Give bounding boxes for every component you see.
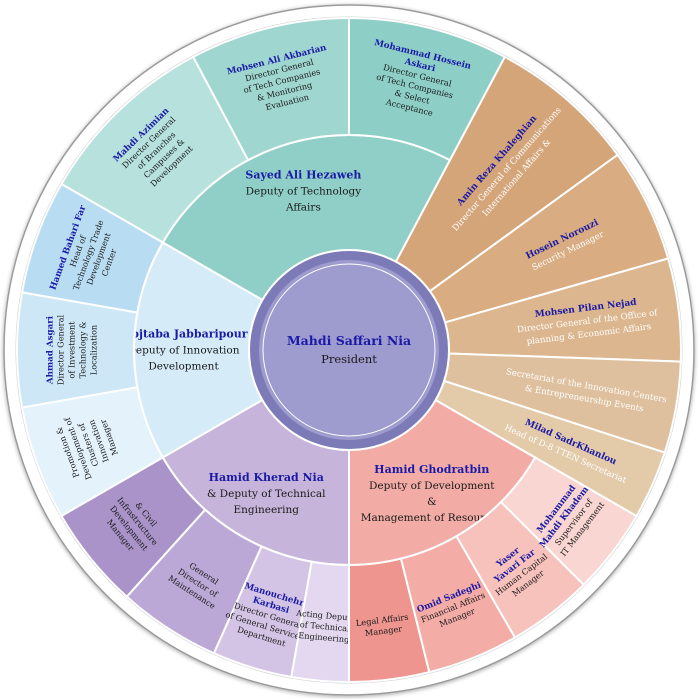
unit-branches-wedge[interactable]: [60, 55, 250, 244]
deputy-technical-line: & Deputy of Technical: [207, 488, 326, 500]
deputy-development-line: Management of Resources: [361, 512, 503, 524]
president-title: President: [321, 352, 377, 366]
deputy-technical: Hamid Kherad Nia & Deputy of TechnicalEng…: [60, 398, 356, 684]
president-name: Mahdi Saffari Nia: [287, 333, 411, 348]
unit-general-services-wedge[interactable]: [212, 545, 313, 679]
deputy-innovation-name: Mojtaba Jabbaripour: [120, 328, 248, 341]
unit-investment-line: Director General: [55, 315, 65, 386]
unit-investment-name: Ahmad Asgari: [45, 315, 55, 385]
deputy-technical-name: Hamid Kherad Nia: [209, 471, 324, 484]
unit-legal-line: Manager: [364, 624, 402, 638]
unit-infrastructure-wedge[interactable]: [60, 456, 207, 599]
president-hub-disc: [259, 260, 439, 440]
unit-acting-tech-line: of Technical: [299, 619, 350, 633]
deputy-technology-line: Deputy of Technology: [246, 186, 362, 198]
unit-investment-line: of Investment: [66, 321, 76, 379]
unit-clusters-wedge[interactable]: [20, 386, 165, 518]
unit-trade-wedge[interactable]: [20, 182, 165, 314]
deputy-development-line: Deputy of Development: [369, 480, 495, 492]
president-hub-line: [262, 263, 436, 437]
unit-financial-wedge[interactable]: [399, 534, 517, 674]
unit-it-wedge[interactable]: [499, 456, 638, 587]
deputy-technical-line: Engineering: [233, 504, 299, 516]
deputy-innovation-line: Development: [148, 361, 219, 373]
deputy-development-name: Hamid Ghodratbin: [374, 463, 489, 476]
unit-human-capital-wedge[interactable]: [455, 500, 586, 639]
direct-secretariat: Secretariat of the Innovation Centers& E…: [442, 352, 682, 454]
unit-investment-line: Localization: [88, 324, 98, 375]
deputy-technology-line: Affairs: [285, 202, 321, 214]
unit-tech-monitor-wedge[interactable]: [191, 16, 350, 162]
unit-investment-line: Technology &: [77, 321, 87, 378]
deputy-technology-name: Sayed Ali Hezaweh: [245, 169, 361, 182]
deputy-development-line: &: [427, 496, 436, 508]
deputy-technical-text: Hamid Kherad Nia & Deputy of TechnicalEng…: [207, 471, 326, 516]
center-hub: Mahdi Saffari Nia President: [248, 249, 450, 451]
unit-legal-wedge[interactable]: [348, 557, 431, 684]
unit-maintenance-wedge[interactable]: [125, 508, 263, 655]
unit-acting-tech-line: Engineering: [298, 630, 350, 644]
unit-acting-tech-wedge[interactable]: [290, 560, 350, 684]
deputy-innovation-line: Deputy of Innovation: [128, 345, 240, 357]
unit-investment-wedge[interactable]: [15, 291, 139, 409]
